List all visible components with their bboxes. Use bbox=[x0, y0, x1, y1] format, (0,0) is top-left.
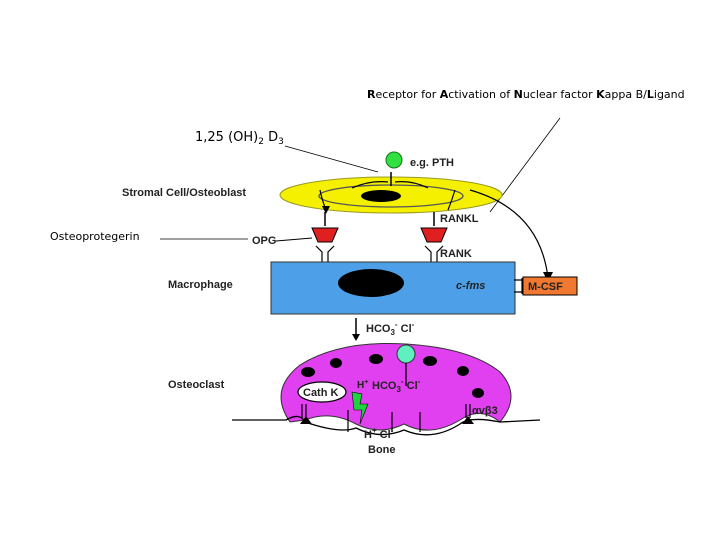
lightning-bolt-icon bbox=[351, 391, 369, 425]
sealing-zone-left bbox=[300, 416, 312, 424]
hco3-cl-top: HCO3- Cl- bbox=[366, 320, 415, 337]
rankl-label: RANKL bbox=[440, 213, 479, 225]
mcsf-arc-arrow bbox=[469, 189, 549, 279]
osteoclast-transporter-ball bbox=[396, 344, 416, 364]
integrin-marker bbox=[465, 404, 471, 418]
osteoclast-label: Osteoclast bbox=[168, 379, 225, 391]
sealing-zone-right bbox=[462, 416, 474, 424]
bone-label: Bone bbox=[368, 444, 396, 456]
osteoprotegerin-label: Osteoprotegerin bbox=[50, 230, 140, 243]
rankl-bound-receptor bbox=[420, 227, 448, 243]
pth-label: e.g. PTH bbox=[410, 157, 454, 169]
hco3-cl-mid: HCO3- Cl- bbox=[372, 377, 421, 394]
rankl-full-name: Receptor for Activation of Nuclear facto… bbox=[367, 88, 685, 101]
stromal-arrow-down-right bbox=[447, 189, 456, 211]
pth-receptor-ball bbox=[385, 151, 403, 169]
macrophage-nucleus bbox=[338, 269, 404, 297]
osteoclast-nucleus-3 bbox=[369, 354, 383, 364]
cath-k-label: Cath K bbox=[303, 387, 339, 399]
osteoclast-nucleus-5 bbox=[457, 366, 469, 376]
stromal-nucleus bbox=[361, 190, 401, 202]
osteoclast-nucleus-6 bbox=[472, 388, 484, 398]
opg-bound-receptor bbox=[311, 227, 339, 243]
vitamin-d-label: 1,25 (OH)2 D3 bbox=[195, 130, 284, 147]
osteoclast-nucleus-1 bbox=[301, 367, 315, 377]
c-fms-receptor bbox=[514, 278, 523, 294]
rank-label: RANK bbox=[440, 248, 472, 260]
opg-label: OPG bbox=[252, 235, 276, 247]
osteoclast-nucleus-4 bbox=[423, 356, 437, 366]
stromal-arrow-left bbox=[351, 181, 389, 189]
m-csf-label: M-CSF bbox=[528, 281, 563, 293]
integrin-label: αvβ3 bbox=[472, 405, 498, 417]
cath-k-bubble bbox=[297, 381, 347, 403]
rank-receptor-right bbox=[424, 245, 444, 262]
m-csf-box bbox=[522, 276, 578, 296]
osteoclast-nucleus-2 bbox=[330, 358, 342, 368]
vitd-pointer-line bbox=[284, 145, 379, 173]
stromal-arrow-right bbox=[394, 181, 429, 189]
arrowhead-down-left bbox=[322, 206, 330, 214]
integrin-marker-left bbox=[301, 404, 307, 418]
rank-receptor-left bbox=[315, 245, 335, 262]
c-fms-label: c-fms bbox=[456, 280, 485, 292]
stromal-label: Stromal Cell/Osteoblast bbox=[122, 187, 246, 199]
h-cl-bottom: H+ Cl- bbox=[364, 426, 394, 441]
h-plus-label: H+ bbox=[357, 379, 368, 391]
opg-connector bbox=[275, 237, 313, 242]
arrowhead-down-osteoclast bbox=[352, 334, 360, 341]
macrophage-label: Macrophage bbox=[168, 279, 233, 291]
